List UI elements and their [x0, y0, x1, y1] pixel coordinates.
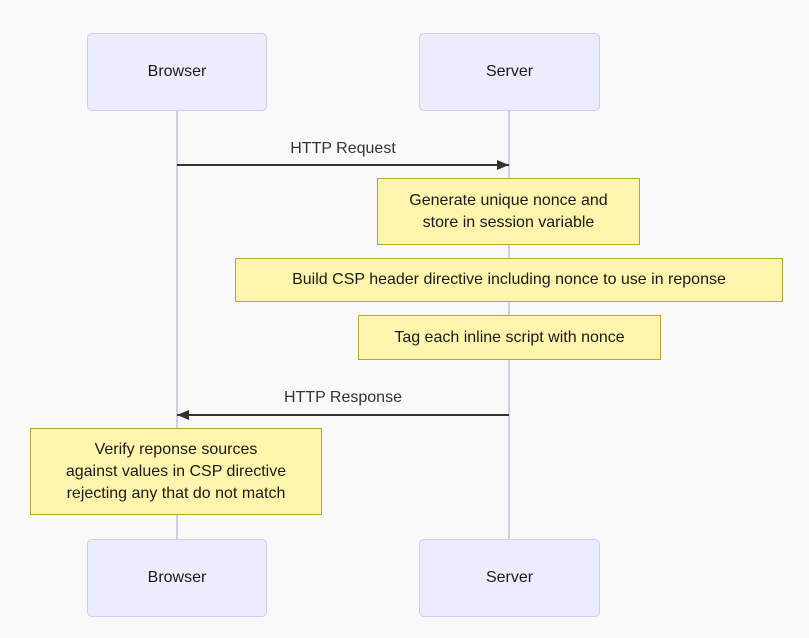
- note-tag-inline-script: Tag each inline script with nonce: [358, 315, 661, 360]
- message-label-http-request: HTTP Request: [290, 140, 396, 157]
- actor-box-browser-bottom: Browser: [87, 539, 267, 617]
- actor-box-browser-top: Browser: [87, 33, 267, 111]
- lifeline-browser: [176, 111, 178, 539]
- actor-label-browser: Browser: [147, 63, 207, 80]
- message-label-http-response: HTTP Response: [284, 389, 402, 406]
- note-build-csp-header: Build CSP header directive including non…: [235, 258, 783, 302]
- actor-label-server: Server: [485, 569, 534, 586]
- arrowhead-left-icon: [177, 410, 189, 420]
- note-verify-response-sources: Verify reponse sources against values in…: [30, 428, 322, 515]
- actor-box-server-bottom: Server: [419, 539, 600, 617]
- actor-box-server-top: Server: [419, 33, 600, 111]
- actor-label-server: Server: [485, 63, 534, 80]
- actor-label-browser: Browser: [147, 569, 207, 586]
- message-line-http-response: [177, 414, 509, 416]
- message-line-http-request: [177, 164, 509, 166]
- arrowhead-right-icon: [497, 160, 509, 170]
- note-generate-nonce: Generate unique nonce and store in sessi…: [377, 178, 640, 245]
